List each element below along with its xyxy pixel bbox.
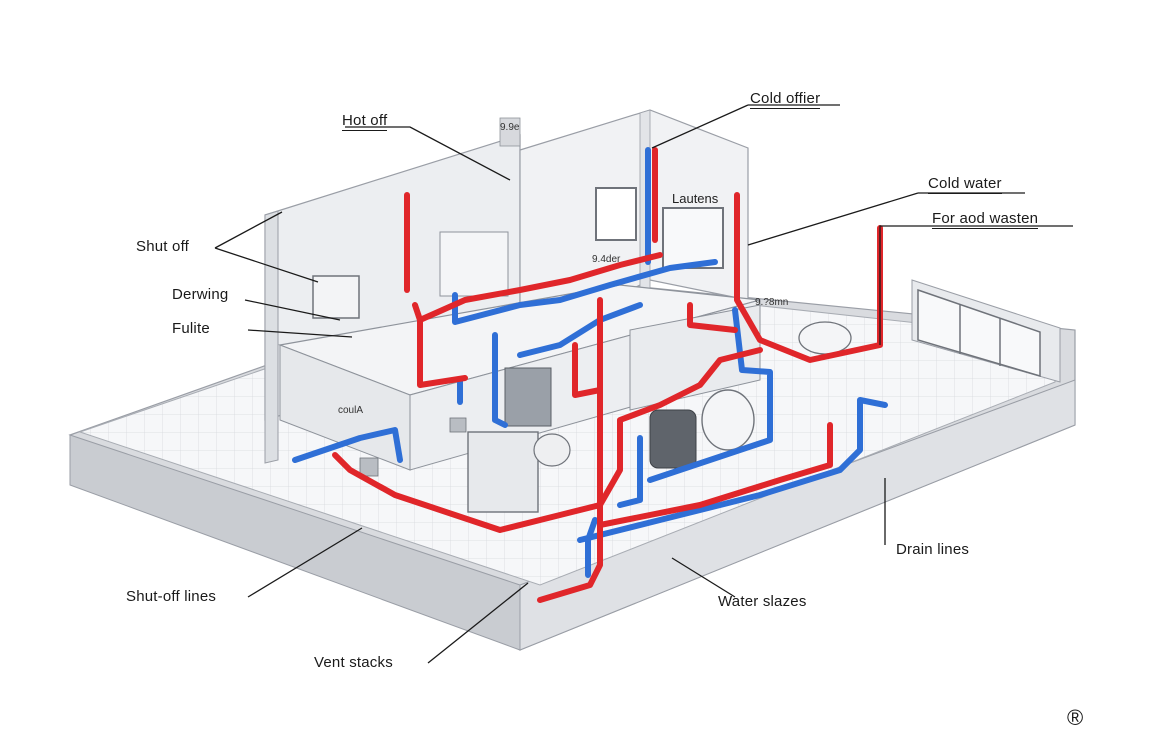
- counters: [277, 284, 761, 471]
- registered-mark: ®: [1067, 705, 1084, 730]
- roof-tag: 9.9e: [500, 122, 520, 133]
- label-cold-water: Cold water: [928, 175, 1002, 194]
- water-heater-box: [312, 275, 360, 319]
- bucket: [533, 433, 571, 467]
- cold-water-pipes: [292, 147, 888, 578]
- pipe-tag-right: 9.?8mn: [755, 297, 788, 308]
- toilet: [798, 321, 852, 355]
- label-drain-lines: Drain lines: [896, 541, 970, 558]
- leader-lines: [214, 104, 1073, 664]
- label-cold-offier: Cold offier: [750, 90, 821, 109]
- label-water-slazes: Water slazes: [718, 593, 807, 610]
- cou-tag: coulA: [338, 405, 363, 416]
- washing-machine-drum: [701, 389, 755, 451]
- label-vent-stacks: Vent stacks: [314, 654, 393, 671]
- label-hot-off: Hot off: [342, 112, 388, 131]
- label-shut-off: Shut off: [136, 238, 190, 255]
- label-derwing: Derwing: [172, 286, 229, 303]
- label-fulite: Fulite: [172, 320, 210, 337]
- label-shut-off-lines: Shut-off lines: [126, 588, 217, 605]
- fixtures: [312, 117, 852, 513]
- dishwasher: [467, 431, 539, 513]
- lautens-sign: Lautens: [672, 191, 719, 206]
- label-for-aod-wasten: For aod wasten: [932, 210, 1039, 229]
- tank: [649, 409, 697, 469]
- pipe-tag-left: 9.4der: [592, 254, 621, 265]
- windows: [595, 187, 1041, 378]
